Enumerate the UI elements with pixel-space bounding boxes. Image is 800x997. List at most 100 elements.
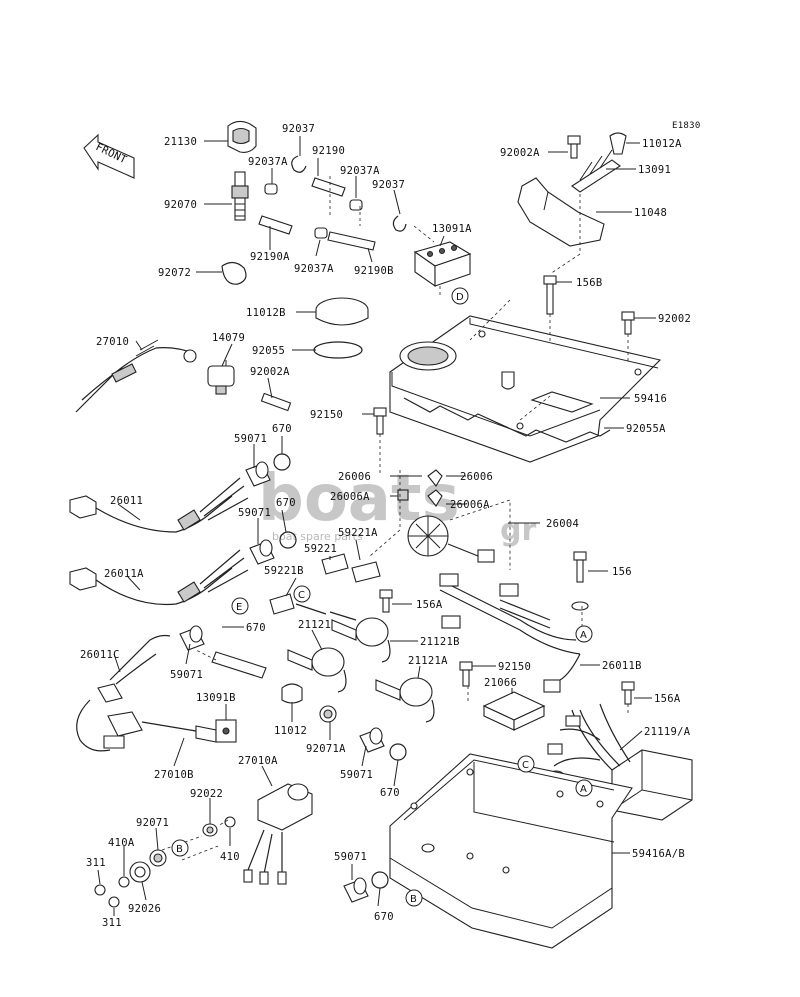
harness-26011 — [69, 477, 249, 533]
bolt-92002 — [621, 311, 635, 335]
part-label: 92002A — [250, 366, 290, 378]
bolt-156 — [571, 551, 589, 611]
part-label: 59071 — [340, 769, 373, 781]
front-arrow: FRONT — [83, 133, 135, 179]
part-label: 26006A — [450, 499, 490, 511]
watermark-accent: gr — [500, 513, 536, 548]
clamps-92037A — [264, 183, 363, 239]
part-label: 311 — [102, 917, 122, 929]
part-label: 410 — [220, 851, 240, 863]
part-label: 26006 — [338, 471, 371, 483]
bolt-92150-mid — [459, 661, 473, 687]
harness-26011A — [69, 549, 249, 606]
svg-text:A: A — [580, 784, 587, 795]
svg-text:B: B — [176, 844, 183, 855]
regulator-21066 — [482, 691, 546, 731]
harness-26011C — [76, 634, 171, 752]
bolt-92150-top — [373, 407, 387, 435]
assembly-lines — [161, 176, 629, 861]
part-label: 59416A/B — [632, 848, 685, 860]
part-label: 156B — [576, 277, 603, 289]
svg-text:E: E — [236, 602, 242, 613]
part-label: 59071 — [234, 433, 267, 445]
part-label: 26011A — [104, 568, 144, 580]
part-label: 26011B — [602, 660, 642, 672]
ignition-coil-21121B — [331, 617, 391, 663]
part-label: 26004 — [546, 518, 579, 530]
part-label: 92150 — [310, 409, 343, 421]
leader-lines — [97, 136, 656, 916]
connector-leads — [295, 603, 357, 621]
part-label: 670 — [380, 787, 400, 799]
part-label: 21121B — [420, 636, 460, 648]
ignition-coil-21121A — [375, 677, 435, 723]
washer-410 — [224, 816, 236, 828]
ignition-coil-21121 — [287, 647, 347, 693]
fuse-box-26004 — [407, 515, 495, 563]
bolt-156A-center — [379, 589, 393, 613]
part-label: 26006 — [460, 471, 493, 483]
part-label: 59071 — [238, 507, 271, 519]
part-label: 92071A — [306, 743, 346, 755]
part-label: 21121 — [298, 619, 331, 631]
bolt-92002A-left — [260, 392, 292, 412]
terminal-plate-13091 — [571, 149, 621, 193]
spark-plug-cap — [227, 120, 257, 153]
harness-27010B — [103, 711, 217, 749]
gasket-92055A — [403, 397, 611, 443]
part-label: 13091A — [432, 223, 472, 235]
bolt-156B — [543, 275, 557, 315]
grommet-59071-c — [179, 625, 205, 651]
part-label: 11012 — [274, 725, 307, 737]
part-label: 92002A — [500, 147, 540, 159]
part-label: 670 — [374, 911, 394, 923]
part-label: 26006A — [330, 491, 370, 503]
callout-a-upper: A — [575, 625, 593, 643]
fuses-26006 — [397, 469, 443, 507]
cover-59416 — [389, 315, 662, 463]
svg-text:D: D — [456, 292, 464, 303]
part-label: 21119/A — [644, 726, 691, 738]
part-label: 59221B — [264, 565, 304, 577]
part-label: 670 — [246, 622, 266, 634]
part-label: 156A — [654, 693, 681, 705]
o-ring-92055 — [313, 341, 363, 359]
part-label: 92002 — [658, 313, 691, 325]
sensor-14079 — [207, 360, 235, 395]
part-label: 21130 — [164, 136, 197, 148]
part-label: 13091B — [196, 692, 236, 704]
washer-92022 — [202, 823, 218, 837]
part-label: 14079 — [212, 332, 245, 344]
part-label: 27010B — [154, 769, 194, 781]
cap-11012B — [315, 297, 369, 326]
part-label: 59221A — [338, 527, 378, 539]
part-label: 92037A — [248, 156, 288, 168]
part-label: 21121A — [408, 655, 448, 667]
block-13091B — [215, 719, 237, 743]
terminal-11012A — [609, 132, 627, 155]
part-label: 92037A — [294, 263, 334, 275]
part-label: 92190B — [354, 265, 394, 277]
part-label: 26011C — [80, 649, 120, 661]
part-label: 26011 — [110, 495, 143, 507]
bolt-156A-right — [621, 681, 635, 705]
grommet-92026 — [129, 861, 151, 883]
svg-text:B: B — [410, 894, 417, 905]
part-label: 92026 — [128, 903, 161, 915]
grommet-59071-a — [245, 461, 271, 487]
part-label: 92070 — [164, 199, 197, 211]
hose-92190B — [327, 231, 376, 251]
grommet-92071 — [149, 849, 167, 867]
callout-c-upper: C — [293, 585, 311, 603]
part-label: 92071 — [136, 817, 169, 829]
bolt-92002A-top — [567, 135, 581, 159]
part-label: 92037 — [372, 179, 405, 191]
part-label: 59416 — [634, 393, 667, 405]
terminal-block-13091A — [413, 241, 472, 288]
callout-d: D — [451, 287, 469, 305]
part-label: 11012B — [246, 307, 286, 319]
part-label: 92190A — [250, 251, 290, 263]
cdi-unit-21119 — [547, 703, 693, 821]
clip-92037 — [291, 155, 307, 173]
